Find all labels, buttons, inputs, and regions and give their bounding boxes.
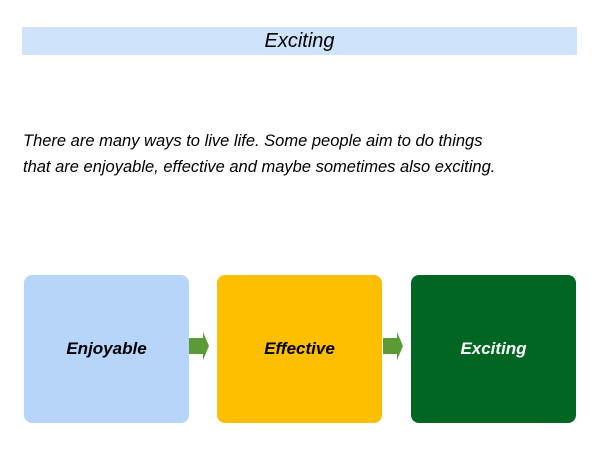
body-text: There are many ways to live life. Some p… — [23, 128, 583, 180]
body-line-1: There are many ways to live life. Some p… — [23, 132, 483, 150]
right-arrow-icon — [189, 332, 209, 360]
title-bar: Exciting — [22, 27, 577, 55]
step-box-exciting: Exciting — [411, 275, 576, 423]
step-box-enjoyable: Enjoyable — [24, 275, 189, 423]
slide-title: Exciting — [264, 29, 335, 52]
step-box-effective: Effective — [217, 275, 382, 423]
step-label-effective: Effective — [264, 339, 335, 358]
body-line-2: that are enjoyable, effective and maybe … — [23, 158, 496, 176]
step-label-enjoyable: Enjoyable — [66, 339, 147, 358]
right-arrow-icon — [383, 332, 403, 360]
step-label-exciting: Exciting — [460, 339, 527, 358]
